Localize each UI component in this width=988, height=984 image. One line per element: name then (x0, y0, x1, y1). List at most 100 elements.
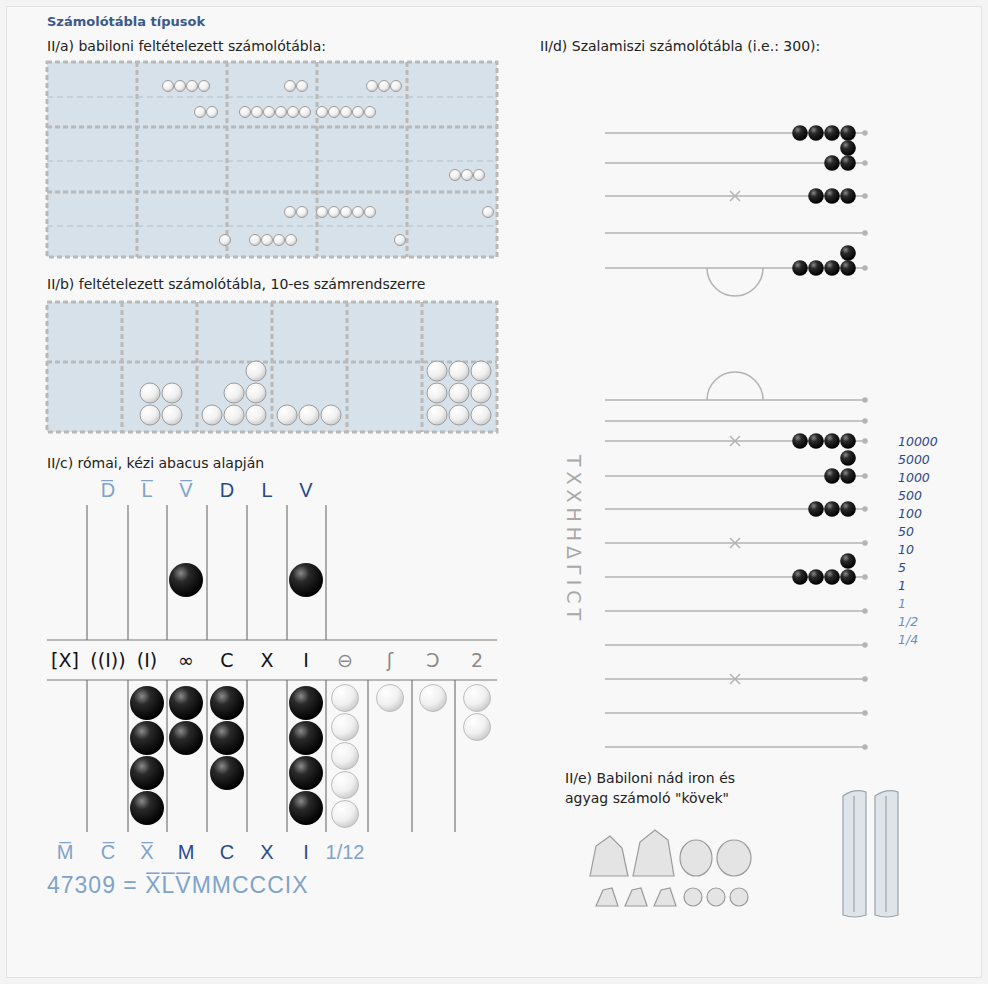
line-end (863, 643, 867, 647)
roman-abacus (47, 505, 497, 832)
pebble (276, 107, 287, 118)
roman-symbol: I (303, 649, 309, 671)
roman-symbol: ʃ (387, 649, 393, 671)
counter-ball (169, 686, 203, 720)
column-value: X̅ (140, 841, 153, 864)
line-end (863, 474, 867, 478)
counter-ball (289, 756, 323, 790)
roman-symbol: C (220, 649, 233, 671)
pebble (285, 207, 296, 218)
groove (127, 505, 128, 640)
column-value: X (260, 841, 273, 864)
pebble (187, 81, 198, 92)
counter-ball (130, 721, 164, 755)
counter-ball (840, 125, 856, 141)
pebble (299, 405, 319, 425)
pebble (199, 81, 210, 92)
pebble (329, 107, 340, 118)
groove (86, 505, 87, 640)
pebble (317, 107, 328, 118)
groove (166, 680, 167, 832)
counter-ball (824, 155, 840, 171)
line-end (863, 439, 867, 443)
counter-ball (840, 140, 856, 156)
counter-ball (824, 468, 840, 484)
example-number: 47309 = X̅L̅V̅MMCCCIX (47, 872, 309, 899)
column-value: V̅ (179, 479, 192, 502)
column-value: L (261, 479, 272, 502)
pebble (224, 383, 244, 403)
groove (86, 680, 87, 832)
pebble (286, 235, 297, 246)
pebble (163, 81, 174, 92)
reed-stylus (843, 791, 898, 917)
pebble (252, 107, 263, 118)
counter-ball (840, 569, 856, 585)
line-end (863, 541, 867, 545)
pebble (300, 107, 311, 118)
pebble (474, 170, 485, 181)
groove (206, 505, 207, 640)
groove (286, 680, 287, 832)
groove (367, 680, 368, 832)
section-heading: II/c) római, kézi abacus alapján (47, 455, 264, 471)
counter-ball (840, 245, 856, 261)
line-end (863, 507, 867, 511)
column-value: M (178, 841, 195, 864)
line-end (863, 398, 867, 402)
counter-ball (130, 756, 164, 790)
column-value: V (299, 479, 312, 502)
line-value: 50 (898, 524, 914, 539)
column-value: L̅ (141, 479, 152, 502)
line-value: 10000 (898, 434, 938, 449)
pebble (246, 383, 266, 403)
page-title: Számolótábla típusok (47, 14, 205, 29)
roman-symbol: ⊖ (337, 649, 353, 671)
counter-ball (824, 501, 840, 517)
pebble (341, 107, 352, 118)
pebble (471, 405, 491, 425)
counter-ball (840, 553, 856, 569)
pebble (462, 170, 473, 181)
pebble (365, 207, 376, 218)
pebble (321, 405, 341, 425)
counter-ball (210, 686, 244, 720)
pebble (297, 81, 308, 92)
attic-numerals: ΤΧΧΗΗΔΓΙCΤ (563, 455, 585, 625)
column-value: C (220, 841, 234, 864)
babylonian-board (47, 62, 497, 257)
column-value: M̅ (57, 841, 74, 864)
counter-ball (840, 155, 856, 171)
counter-ball (792, 433, 808, 449)
pebble (264, 107, 275, 118)
counter-ball (792, 125, 808, 141)
counter-ball (840, 188, 856, 204)
counter-ball (840, 450, 856, 466)
board-line (605, 420, 865, 422)
board-line (605, 644, 865, 646)
pebble (379, 81, 390, 92)
line-end (863, 231, 867, 235)
groove (246, 680, 247, 832)
line-end (863, 161, 867, 165)
counter-ball (289, 686, 323, 720)
fraction-ball (464, 714, 491, 741)
line-value: 1/4 (898, 632, 918, 647)
column-value: D̅ (101, 479, 115, 502)
counter-ball (824, 569, 840, 585)
pebble (353, 107, 364, 118)
counter-ball (808, 188, 824, 204)
counter-ball (289, 563, 323, 597)
counter-ball (289, 721, 323, 755)
column-value: C̅ (101, 841, 115, 864)
fraction-ball (332, 801, 359, 828)
pebble (162, 383, 182, 403)
fraction-ball (332, 714, 359, 741)
board-line (605, 746, 865, 748)
groove (286, 505, 287, 640)
pebble (207, 107, 218, 118)
salamis-board (605, 125, 867, 749)
section-heading: II/b) feltételezett számolótábla, 10-es … (47, 276, 425, 292)
counter-ball (824, 125, 840, 141)
counter-ball (824, 188, 840, 204)
